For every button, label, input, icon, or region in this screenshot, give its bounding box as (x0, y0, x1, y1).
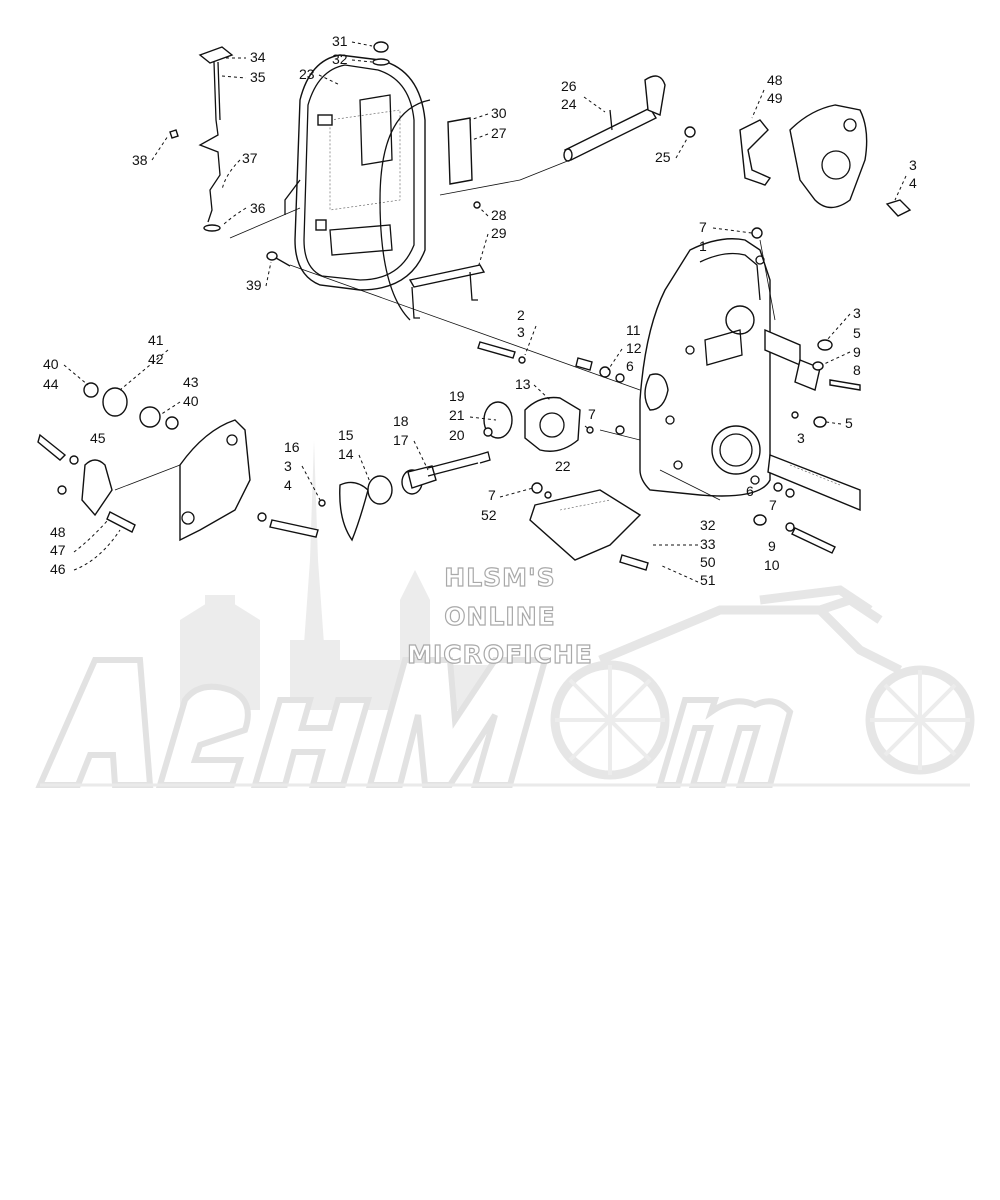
callout-label: 47 (50, 542, 66, 558)
watermark-line-3: MICROFICHE (407, 640, 593, 669)
callout-leaders (63, 41, 907, 583)
callout-label: 28 (491, 207, 507, 223)
callout-label: 40 (43, 356, 59, 372)
callout-label: 3 (797, 430, 805, 446)
callout-label: 15 (338, 427, 354, 443)
callout-label: 18 (393, 413, 409, 429)
callout-label: 6 (746, 483, 754, 499)
callout-label: 34 (250, 49, 266, 65)
callout-label: 49 (767, 90, 783, 106)
callout-label: 26 (561, 78, 577, 94)
washer-stack (575, 357, 625, 383)
mounting-bracket (408, 264, 486, 319)
callout-label: 51 (700, 572, 716, 588)
exploded-parts (37, 41, 912, 571)
callout-label: 38 (132, 152, 148, 168)
callout-label: 11 (626, 322, 641, 338)
callout-label: 8 (853, 362, 861, 378)
oil-reservoir-housing (284, 41, 426, 291)
callout-label: 7 (588, 406, 596, 422)
callout-label: 39 (246, 277, 262, 293)
guard-plate (529, 482, 649, 571)
callout-label: 5 (853, 325, 861, 341)
callout-label: 40 (183, 393, 199, 409)
crankcase-housing (639, 238, 821, 497)
callout-label: 3 (517, 324, 525, 340)
callout-label: 13 (515, 376, 531, 392)
callout-label: 5 (845, 415, 853, 431)
callout-label: 32 (700, 517, 716, 533)
watermark: HLSM'S ONLINE MICROFICHE (35, 440, 975, 788)
callout-label: 45 (90, 430, 106, 446)
callout-label: 27 (491, 125, 507, 141)
callout-labels: 34 35 38 37 36 31 32 23 30 27 28 29 39 2… (43, 33, 917, 588)
callout-label: 7 (488, 487, 496, 503)
callout-label: 46 (50, 561, 66, 577)
callout-label: 25 (655, 149, 671, 165)
callout-label: 9 (853, 344, 861, 360)
impeller-assembly (318, 451, 491, 542)
callout-label: 3 (853, 305, 861, 321)
callout-label: 33 (700, 536, 716, 552)
callout-label: 50 (700, 554, 716, 570)
dipstick-assembly (169, 46, 234, 232)
callout-label: 9 (768, 538, 776, 554)
callout-label: 7 (699, 219, 707, 235)
callout-label: 3 (284, 458, 292, 474)
callout-label: 7 (769, 497, 777, 513)
callout-label: 43 (183, 374, 199, 390)
callout-label: 16 (284, 439, 300, 455)
callout-label: 32 (332, 51, 348, 67)
callout-label: 1 (699, 238, 707, 254)
callout-label: 37 (242, 150, 258, 166)
callout-label: 4 (284, 477, 292, 493)
callout-label: 6 (626, 358, 634, 374)
top-right-bracket (739, 104, 912, 217)
callout-label: 30 (491, 105, 507, 121)
left-side-cover (37, 382, 319, 542)
callout-label: 19 (449, 388, 465, 404)
cover-plate (379, 99, 481, 321)
callout-label: 36 (250, 200, 266, 216)
water-pump-assembly (477, 341, 581, 452)
callout-label: 52 (481, 507, 497, 523)
shift-shaft (563, 75, 696, 162)
watermark-line-2: ONLINE (444, 602, 555, 631)
callout-label: 41 (148, 332, 164, 348)
callout-label: 44 (43, 376, 59, 392)
callout-label: 12 (626, 340, 642, 356)
assembly-lines (114, 159, 776, 501)
callout-label: 35 (250, 69, 266, 85)
callout-label: 17 (393, 432, 409, 448)
callout-label: 21 (449, 407, 465, 423)
callout-label: 23 (299, 66, 315, 82)
brand-logo-lettering (35, 657, 970, 788)
callout-label: 24 (561, 96, 577, 112)
callout-label: 42 (148, 351, 164, 367)
callout-label: 3 (909, 157, 917, 173)
output-shaft-stub (767, 454, 861, 512)
callout-label: 22 (555, 458, 571, 474)
callout-label: 2 (517, 307, 525, 323)
bolt-39 (266, 251, 291, 267)
callout-label: 10 (764, 557, 780, 573)
right-fasteners (586, 227, 861, 554)
callout-label: 29 (491, 225, 507, 241)
callout-label: 14 (338, 446, 354, 462)
callout-label: 48 (767, 72, 783, 88)
callout-label: 31 (332, 33, 348, 49)
callout-label: 48 (50, 524, 66, 540)
watermark-line-1: HLSM'S (444, 563, 555, 592)
callout-label: 4 (909, 175, 917, 191)
callout-label: 20 (449, 427, 465, 443)
